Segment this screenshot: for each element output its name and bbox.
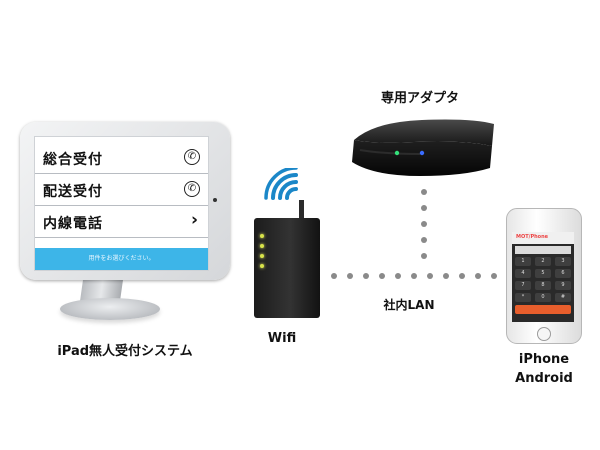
iphone-number-display — [515, 246, 571, 254]
led-icon — [260, 254, 264, 258]
keypad-key[interactable]: 4 — [515, 269, 531, 278]
ipad-footer-bar: 用件をお選びください。 — [35, 248, 208, 270]
keypad-key[interactable]: 7 — [515, 281, 531, 290]
iphone-screen: MOT/Phone 1 2 3 4 5 6 7 8 9 * 0 # — [512, 232, 574, 322]
menu-item-extension-call[interactable]: 内線電話 › — [35, 207, 208, 238]
iphone-app-header: MOT/Phone — [512, 232, 574, 244]
phone-caption-line1: iPhone — [518, 352, 570, 367]
ipad-caption: iPad無人受付システム — [57, 344, 193, 359]
iphone-home-button — [537, 327, 551, 341]
keypad-key[interactable]: * — [515, 293, 531, 302]
keypad-key[interactable]: 8 — [535, 281, 551, 290]
chevron-right-icon: › — [190, 210, 198, 230]
menu-item-label: 配送受付 — [43, 184, 103, 200]
phone-icon: ✆ — [184, 149, 200, 165]
phone-icon: ✆ — [184, 181, 200, 197]
ipad-stand-base — [60, 298, 160, 320]
phone-caption-line2: Android — [515, 371, 573, 386]
led-icon — [260, 264, 264, 268]
keypad-key[interactable]: 9 — [555, 281, 571, 290]
keypad-key[interactable]: 2 — [535, 257, 551, 266]
ipad-footer-text: 用件をお選びください。 — [88, 255, 155, 262]
wifi-router — [254, 218, 320, 318]
keypad-key[interactable]: 1 — [515, 257, 531, 266]
ipad-home-sensor — [213, 198, 217, 202]
keypad-key[interactable]: 5 — [535, 269, 551, 278]
iphone-app-title: MOT/Phone — [516, 234, 549, 240]
menu-item-general-reception[interactable]: 総合受付 ✆ — [35, 143, 208, 174]
ipad-screen: 総合受付 ✆ 配送受付 ✆ 内線電話 › 用件をお選びください。 — [34, 136, 209, 271]
adapter-caption: 専用アダプタ — [380, 91, 460, 106]
menu-item-label: 内線電話 — [43, 216, 103, 232]
call-button[interactable] — [515, 305, 571, 314]
led-icon — [260, 244, 264, 248]
keypad-key[interactable]: 6 — [555, 269, 571, 278]
wifi-signal-icon — [264, 168, 298, 200]
led-icon — [260, 234, 264, 238]
router-antenna — [299, 200, 304, 220]
menu-item-label: 総合受付 — [43, 152, 103, 168]
adapter-device — [352, 119, 494, 176]
keypad-key[interactable]: 0 — [535, 293, 551, 302]
wifi-caption: Wifi — [267, 331, 297, 346]
menu-item-delivery-reception[interactable]: 配送受付 ✆ — [35, 175, 208, 206]
keypad-key[interactable]: 3 — [555, 257, 571, 266]
keypad-key[interactable]: # — [555, 293, 571, 302]
lan-caption: 社内LAN — [383, 298, 435, 312]
